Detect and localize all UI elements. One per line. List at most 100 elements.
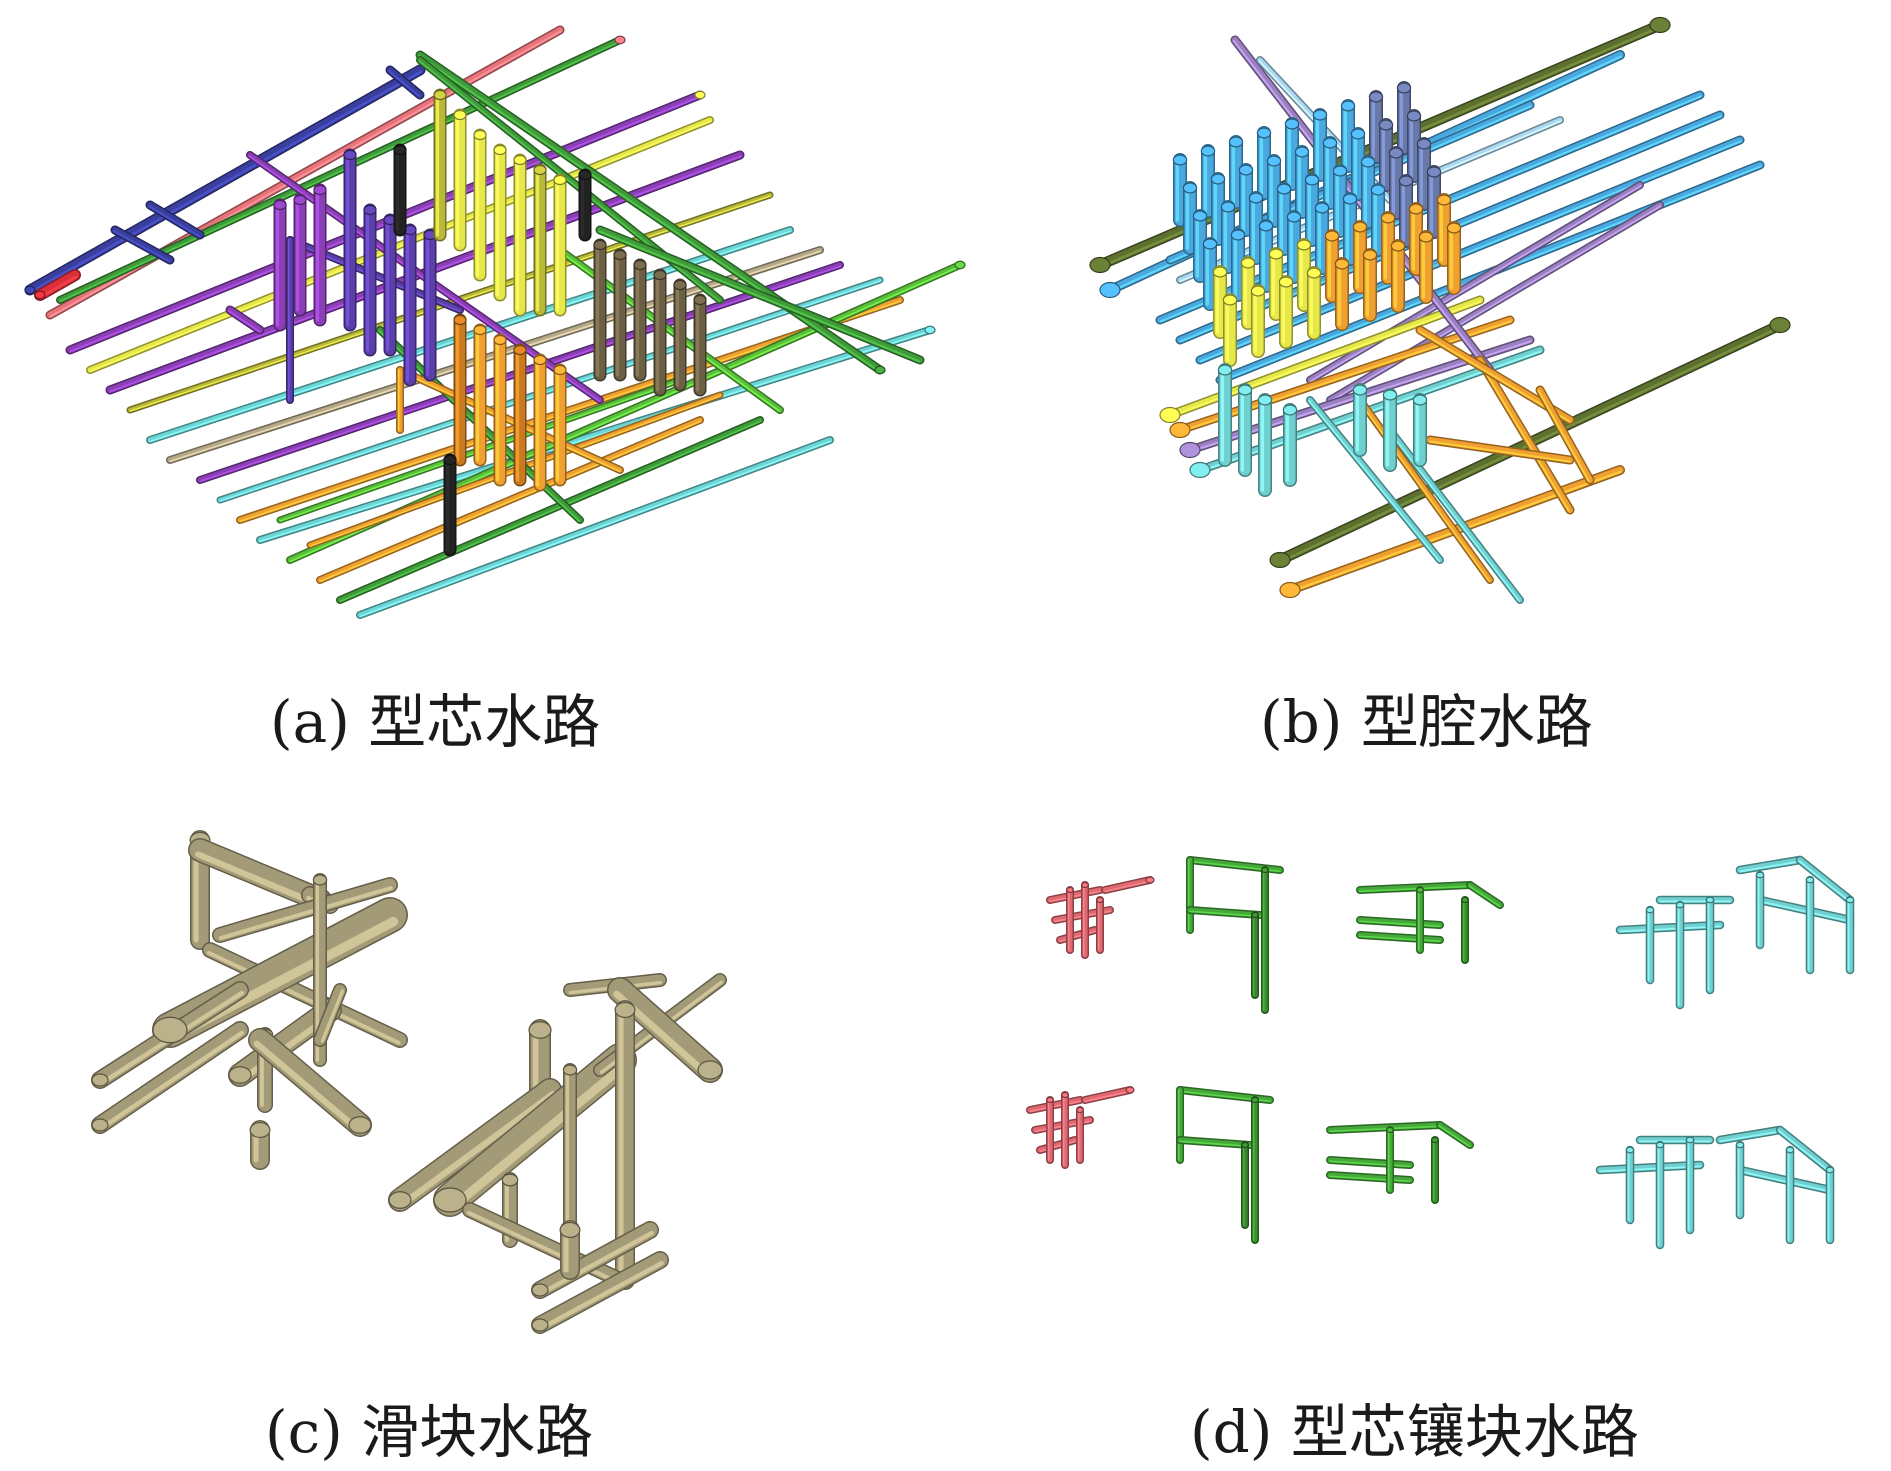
baffle-post [403, 223, 417, 387]
slider-pipe [202, 942, 408, 1048]
baffle-post [1351, 127, 1365, 201]
core-channel [356, 436, 834, 619]
baffle-post [1371, 183, 1385, 257]
vertical-pipe-top-cap [1192, 210, 1208, 222]
vertical-pipe-top-cap [1237, 384, 1253, 396]
insert-pipe [1466, 881, 1504, 909]
vertical-pipe-top-cap [559, 1221, 581, 1239]
core-channel [336, 416, 764, 604]
insert-pipe [1176, 1136, 1254, 1149]
vertical-pipe-top-cap [1416, 886, 1424, 894]
baffle-post [1218, 363, 1232, 467]
cavity-waterway-diagram [1089, 16, 1791, 604]
cavity-cross-channel [1475, 355, 1575, 515]
vertical-pipe-top-cap [1210, 173, 1226, 185]
insert-post [1685, 1135, 1695, 1235]
vertical-pipe-top-cap [1081, 881, 1089, 889]
vertical-pipe-top-cap [653, 269, 667, 281]
vertical-pipe-top-cap [1312, 109, 1328, 121]
insert-post [1066, 886, 1074, 954]
baffle-post [1419, 230, 1433, 304]
vertical-pipe-top-cap [614, 1001, 636, 1019]
vertical-pipe-top-cap [473, 129, 487, 141]
slider-pipe-end [388, 1191, 412, 1209]
baffle-post [1381, 211, 1395, 285]
vertical-pipe-top-cap [312, 874, 328, 886]
baffle-post [693, 293, 707, 397]
insert-pipe [1795, 855, 1855, 905]
vertical-pipe-top-cap [633, 259, 647, 271]
panel-core-waterways [0, 0, 990, 650]
insert-post [1655, 1140, 1665, 1250]
vertical-pipe-top-cap [1461, 896, 1469, 904]
vertical-pipe-top-cap [1378, 119, 1394, 131]
baffle-post [1277, 182, 1291, 256]
channel-end-cap [1649, 16, 1671, 34]
vertical-pipe-top-cap [1220, 201, 1236, 213]
insert-pipe [1326, 1171, 1414, 1184]
baffle-post [1285, 117, 1299, 191]
vertical-pipe-top-cap [249, 1121, 271, 1139]
channel-end-cap [24, 285, 36, 295]
insert-post [1461, 896, 1469, 964]
baffle-post [1183, 181, 1197, 255]
insert-post [1251, 1096, 1259, 1244]
baffle-post [673, 278, 687, 392]
vertical-pipe-top-cap [1172, 154, 1188, 166]
baffle-post [1295, 145, 1309, 219]
vertical-pipe-top-cap [1386, 1126, 1394, 1134]
vertical-pipe-top-cap [1250, 285, 1266, 297]
insert-post [1241, 1141, 1249, 1229]
baffle-post [1397, 81, 1411, 155]
vertical-pipe-top-cap [1217, 364, 1233, 376]
insert-pipe [1735, 1165, 1835, 1195]
channel-end-cap [1169, 421, 1191, 439]
baffle-post [1427, 165, 1441, 239]
vertical-pipe-top-cap [313, 184, 327, 196]
baffle-post [1259, 219, 1273, 293]
vertical-pipe-top-cap [1350, 128, 1366, 140]
baffle-post [1333, 164, 1347, 238]
slider-waterway-diagram [91, 830, 727, 1334]
vertical-pipe-top-cap [1342, 193, 1358, 205]
insert-post [1645, 905, 1655, 985]
core-cross-channel [415, 50, 885, 375]
baffle-post [1267, 154, 1281, 228]
vertical-pipe-top-cap [1046, 1096, 1054, 1104]
panel-core-insert-waterways [980, 840, 1880, 1360]
vertical-pipe-top-cap [1268, 248, 1284, 260]
vertical-pipe-top-cap [273, 199, 287, 211]
caption-d: (d) 型芯镶块水路 [1190, 1398, 1639, 1466]
baffle-post [273, 198, 287, 332]
vertical-pipe-top-cap [1418, 231, 1434, 243]
baffle-post [1399, 174, 1413, 248]
baffle-post [1361, 155, 1375, 229]
slider-pipe [313, 983, 347, 1047]
frame-pipe [396, 366, 624, 474]
baffle-post [633, 258, 647, 382]
vertical-pipe-top-cap [1685, 1136, 1695, 1144]
branch-stub [110, 225, 175, 265]
slider-pipe-end [531, 1283, 549, 1297]
channel-end-cap [694, 90, 706, 100]
vertical-pipe-top-cap [1322, 137, 1338, 149]
frame-pipe [286, 236, 294, 404]
vertical-pipe-top-cap [1261, 866, 1269, 874]
insert-pipe-end [1125, 1086, 1135, 1094]
vertical-pipe-top-cap [1845, 896, 1855, 904]
vertical-pipe-top-cap [1240, 257, 1256, 269]
cavity-cross-channel [1306, 396, 1444, 564]
baffle-post [1279, 275, 1293, 349]
insert-post [1046, 1096, 1054, 1164]
baffle-post [1249, 191, 1263, 265]
baffle-post [1323, 136, 1337, 210]
insert-pipe [1436, 1121, 1474, 1149]
baffle-post [1447, 221, 1461, 295]
insert-pipe [1186, 906, 1264, 919]
insert-pipe [1036, 1136, 1079, 1154]
insert-pipe [1046, 886, 1104, 904]
insert-post [1431, 1136, 1439, 1204]
insert-post [1755, 870, 1765, 950]
cavity-channel [1306, 181, 1644, 384]
insert-post [1081, 881, 1089, 959]
